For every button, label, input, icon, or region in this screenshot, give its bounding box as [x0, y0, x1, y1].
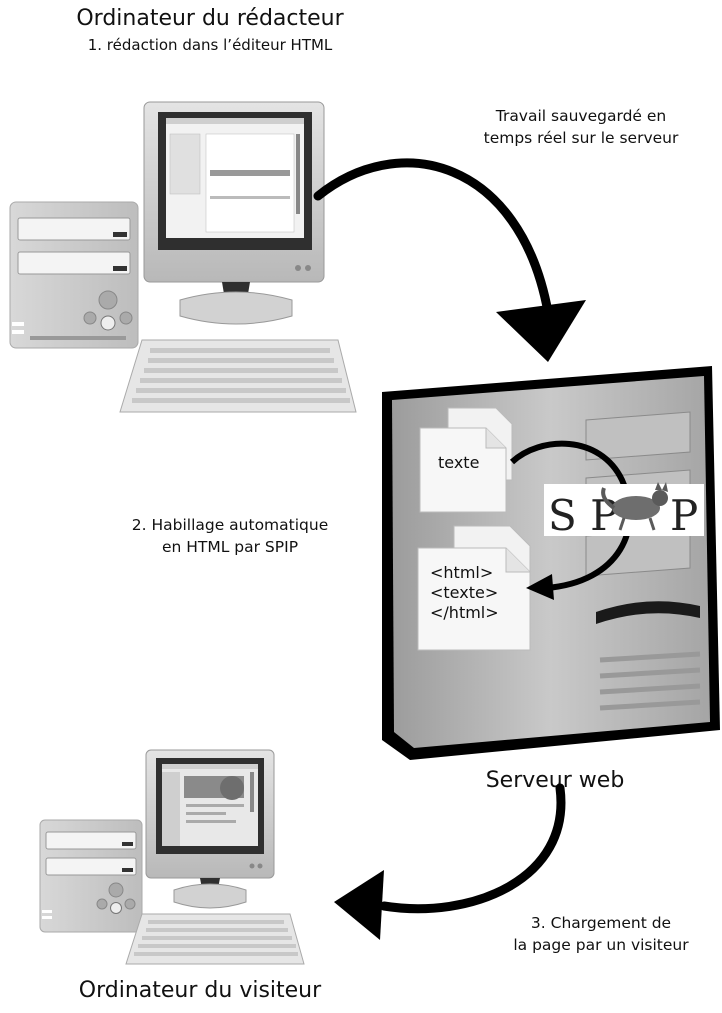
step3-line1: 3. Chargement de [530, 914, 672, 932]
plain-text-document: texte [419, 407, 513, 513]
html-doc-line1: <html> [430, 563, 493, 582]
arrow-save-to-server [313, 158, 586, 362]
step3-visitor-load-label: 3. Chargement de la page par un visiteur [480, 912, 722, 956]
html-doc-line2: <texte> [430, 583, 498, 602]
plain-doc-text: texte [438, 453, 479, 472]
step1-line2: temps réel sur le serveur [483, 129, 679, 147]
visitor-monitor [145, 749, 275, 909]
html-doc-line3: </html> [430, 603, 499, 622]
spip-logo: S P P [544, 482, 704, 540]
processing-cycle-arrow [509, 440, 633, 600]
editor-tower [9, 201, 139, 349]
editor-computer [9, 101, 357, 413]
html-document: <html> <texte> </html> [417, 525, 531, 651]
visitor-computer [39, 749, 305, 965]
step1-save-label: Travail sauvegardé en temps réel sur le … [440, 105, 722, 149]
cat-icon [601, 482, 668, 531]
spip-logo-letter-p: P [670, 491, 698, 540]
editor-computer-title: Ordinateur du rédacteur [76, 6, 344, 31]
step2-html-wrapping-label: 2. Habillage automatique en HTML par SPI… [70, 514, 390, 558]
step3-line2: la page par un visiteur [513, 936, 689, 954]
visitor-tower [39, 819, 143, 933]
visitor-computer-title: Ordinateur du visiteur [78, 978, 322, 1003]
editor-keyboard [119, 339, 357, 413]
editor-monitor [143, 101, 325, 325]
web-server-label: Serveur web [485, 768, 625, 793]
step2-line2: en HTML par SPIP [161, 538, 299, 556]
spip-logo-letters: S P [548, 491, 618, 540]
step1-editing-label: 1. rédaction dans l’éditeur HTML [87, 36, 333, 54]
step2-line1: 2. Habillage automatique [131, 516, 329, 534]
arrow-load-by-visitor [334, 783, 566, 940]
visitor-keyboard [125, 913, 305, 965]
step1-line1: Travail sauvegardé en [495, 107, 667, 125]
